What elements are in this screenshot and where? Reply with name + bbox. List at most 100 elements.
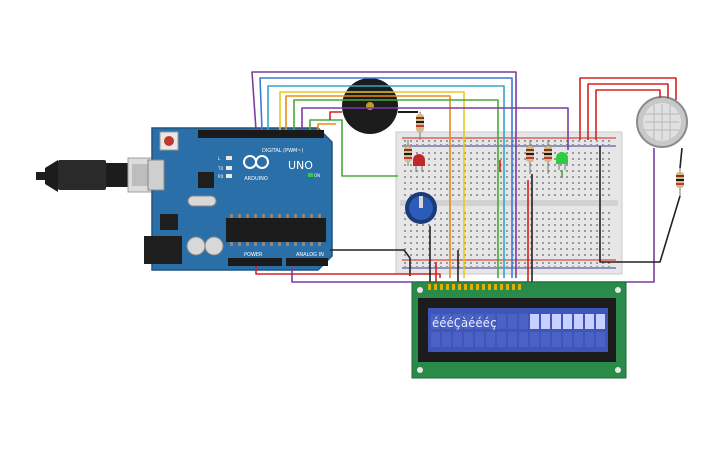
breadboard-hole	[488, 158, 490, 160]
breadboard-hole	[578, 194, 580, 196]
breadboard-hole	[494, 218, 496, 220]
breadboard-hole	[482, 188, 484, 190]
lcd-cell	[552, 332, 561, 347]
breadboard-hole	[500, 242, 502, 244]
breadboard-hole	[572, 212, 574, 214]
breadboard-hole	[452, 254, 454, 256]
breadboard-hole	[488, 194, 490, 196]
breadboard-hole	[524, 152, 526, 154]
breadboard-rail-hole	[518, 262, 520, 264]
breadboard-hole	[518, 158, 520, 160]
breadboard-hole	[566, 176, 568, 178]
arduino-logo-label: ARDUINO	[244, 176, 268, 182]
breadboard-hole	[410, 248, 412, 250]
breadboard-hole	[446, 254, 448, 256]
breadboard-hole	[440, 158, 442, 160]
breadboard-hole	[602, 248, 604, 250]
breadboard-rail-hole	[428, 144, 430, 146]
lcd-cell	[508, 314, 517, 329]
breadboard-rail-hole	[446, 140, 448, 142]
breadboard-hole	[434, 230, 436, 232]
breadboard-hole	[494, 182, 496, 184]
breadboard-hole	[416, 230, 418, 232]
lcd-cell	[464, 314, 473, 329]
breadboard-rail-hole	[494, 140, 496, 142]
breadboard-hole	[428, 164, 430, 166]
breadboard-hole	[458, 230, 460, 232]
wire-green-short	[309, 119, 398, 177]
breadboard-hole	[500, 230, 502, 232]
breadboard-hole	[554, 176, 556, 178]
breadboard-rail-hole	[440, 262, 442, 264]
breadboard-hole	[458, 236, 460, 238]
breadboard-rail-hole	[566, 140, 568, 142]
wire-red-sensor-3	[595, 89, 661, 140]
breadboard-hole	[482, 236, 484, 238]
breadboard-hole	[506, 176, 508, 178]
breadboard-hole	[572, 236, 574, 238]
breadboard-hole	[596, 188, 598, 190]
breadboard-hole	[452, 248, 454, 250]
breadboard-hole	[608, 158, 610, 160]
breadboard-hole	[608, 212, 610, 214]
tx-label: TX	[217, 166, 223, 171]
usb-chip	[198, 172, 214, 188]
breadboard-hole	[572, 158, 574, 160]
breadboard-rail-hole	[590, 140, 592, 142]
resistor-buzzer	[416, 112, 424, 140]
breadboard-hole	[518, 242, 520, 244]
breadboard-hole	[572, 194, 574, 196]
breadboard-hole	[524, 164, 526, 166]
breadboard-hole	[428, 242, 430, 244]
breadboard-rail-hole	[458, 140, 460, 142]
breadboard-hole	[446, 194, 448, 196]
breadboard-rail-hole	[512, 266, 514, 268]
breadboard-hole	[512, 242, 514, 244]
breadboard-hole	[476, 248, 478, 250]
breadboard-rail-hole	[452, 266, 454, 268]
breadboard-hole	[596, 236, 598, 238]
breadboard-hole	[584, 230, 586, 232]
breadboard-rail-hole	[476, 262, 478, 264]
breadboard-hole	[554, 164, 556, 166]
breadboard-hole	[404, 254, 406, 256]
breadboard-hole	[512, 236, 514, 238]
breadboard-rail-hole	[476, 266, 478, 268]
breadboard-hole	[512, 158, 514, 160]
breadboard-rail-hole	[464, 266, 466, 268]
breadboard-hole	[572, 182, 574, 184]
breadboard-hole	[404, 170, 406, 172]
breadboard-hole	[560, 242, 562, 244]
breadboard-hole	[452, 218, 454, 220]
breadboard-hole	[458, 254, 460, 256]
breadboard-hole	[464, 236, 466, 238]
potentiometer	[405, 192, 437, 224]
breadboard-hole	[404, 182, 406, 184]
breadboard-hole	[578, 152, 580, 154]
breadboard-hole	[440, 224, 442, 226]
digital-label: DIGITAL (PWM~)	[262, 148, 304, 154]
breadboard-hole	[416, 188, 418, 190]
wire-cyan-top	[267, 85, 505, 278]
breadboard-hole	[578, 182, 580, 184]
breadboard-hole	[482, 254, 484, 256]
breadboard-hole	[470, 164, 472, 166]
breadboard-hole	[560, 170, 562, 172]
breadboard-hole	[410, 188, 412, 190]
breadboard-hole	[596, 254, 598, 256]
breadboard-hole	[404, 224, 406, 226]
breadboard-hole	[422, 230, 424, 232]
breadboard-hole	[584, 170, 586, 172]
breadboard-hole	[518, 182, 520, 184]
breadboard-hole	[542, 254, 544, 256]
breadboard-rail-hole	[530, 140, 532, 142]
breadboard-rail-hole	[476, 144, 478, 146]
breadboard-hole	[560, 236, 562, 238]
breadboard-hole	[506, 230, 508, 232]
breadboard-hole	[476, 242, 478, 244]
breadboard-hole	[542, 230, 544, 232]
breadboard-hole	[518, 218, 520, 220]
breadboard-hole	[548, 188, 550, 190]
breadboard-rail-hole	[524, 262, 526, 264]
breadboard-hole	[458, 188, 460, 190]
